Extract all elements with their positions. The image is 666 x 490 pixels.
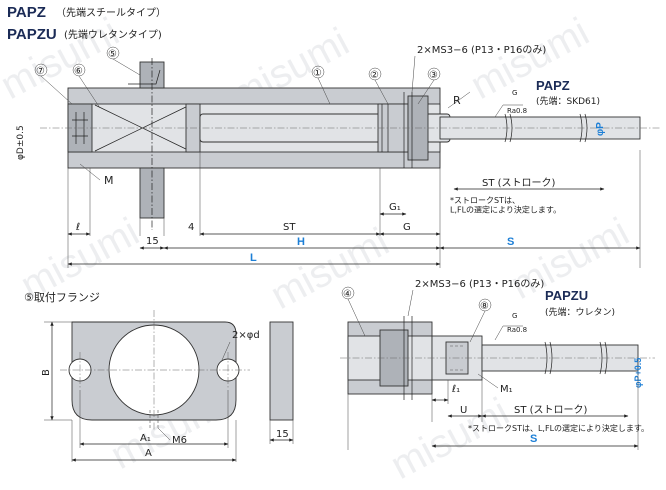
phiD-label: φD±0.5 — [16, 125, 26, 160]
svg-text:*ストロークSTは、L,FLの選定により決定します。: *ストロークSTは、L,FLの選定により決定します。 — [450, 196, 561, 215]
svg-text:⑧: ⑧ — [480, 301, 489, 312]
part-callouts-top: ⑤ ⑦ ⑥ ① ② ③ — [34, 46, 441, 109]
papz-assembly — [40, 58, 660, 230]
thread-M-label: M — [104, 174, 114, 187]
papzu-assembly — [340, 316, 655, 400]
svg-text:⑦: ⑦ — [36, 66, 45, 77]
svg-text:B: B — [41, 369, 52, 376]
svg-text:ℓ: ℓ — [76, 222, 80, 233]
papzu-tip: (先端：ウレタン) — [545, 306, 615, 318]
svg-text:H: H — [297, 236, 305, 248]
svg-text:*ストロークSTは、L,FLの選定により決定します。: *ストロークSTは、L,FLの選定により決定します。 — [468, 423, 649, 433]
svg-text:ST (ストローク): ST (ストローク) — [482, 177, 556, 189]
svg-text:15: 15 — [146, 236, 159, 247]
title-papzu: PAPZU (先端ウレタンタイプ) — [7, 26, 162, 43]
svg-text:M6: M6 — [172, 435, 187, 446]
svg-text:PAPZ: PAPZ — [7, 4, 46, 21]
flange-side — [269, 321, 294, 421]
svg-text:15: 15 — [276, 429, 289, 440]
svg-text:③: ③ — [429, 70, 438, 81]
svg-text:S: S — [530, 433, 537, 445]
svg-text:Ra0.8: Ra0.8 — [507, 326, 527, 334]
svg-text:misumi: misumi — [264, 220, 397, 318]
svg-text:①: ① — [313, 68, 322, 79]
dimensions-top: ST (ストローク) *ストロークSTは、L,FLの選定により決定します。 G₁… — [67, 142, 641, 268]
svg-text:⑥: ⑥ — [74, 66, 83, 77]
svg-text:misumi: misumi — [384, 390, 517, 488]
svg-text:ST (ストローク): ST (ストローク) — [514, 404, 588, 416]
svg-text:A: A — [145, 448, 152, 459]
svg-text:4: 4 — [188, 222, 194, 233]
ms-label-top: 2×MS3−6 (P13・P16のみ) — [417, 45, 546, 56]
ms-label-bottom: 2×MS3−6 (P13・P16のみ) — [415, 279, 544, 290]
papz-tip: (先端：SKD61) — [536, 95, 600, 107]
title-papz: PAPZ （先端スチールタイプ） — [7, 4, 166, 21]
dimensions-flange: B 2×φd M6 A₁ A 15 — [41, 321, 294, 462]
svg-text:misumi: misumi — [464, 10, 597, 108]
svg-text:⑤: ⑤ — [108, 49, 117, 60]
svg-text:U: U — [460, 405, 467, 416]
svg-text:G₁: G₁ — [389, 202, 401, 213]
svg-text:S: S — [507, 236, 514, 248]
svg-text:M₁: M₁ — [500, 384, 513, 395]
flange-view — [60, 310, 294, 430]
flange-title: ⑤取付フランジ — [24, 291, 100, 304]
svg-text:②: ② — [370, 70, 379, 81]
svg-text:(先端ウレタンタイプ): (先端ウレタンタイプ) — [64, 28, 162, 41]
radius-label: R — [453, 94, 461, 107]
svg-text:A₁: A₁ — [140, 433, 151, 444]
svg-text:（先端スチールタイプ）: （先端スチールタイプ） — [56, 6, 166, 19]
papzu-name: PAPZU — [545, 288, 588, 303]
svg-text:G: G — [512, 89, 517, 97]
svg-text:PAPZU: PAPZU — [7, 26, 57, 43]
svg-text:G: G — [403, 222, 411, 233]
svg-text:Ra0.8: Ra0.8 — [507, 107, 527, 115]
phiP-label: φP — [595, 122, 606, 136]
svg-text:G: G — [512, 312, 517, 320]
svg-text:2×φd: 2×φd — [232, 330, 260, 341]
papz-name: PAPZ — [536, 78, 570, 93]
svg-text:④: ④ — [343, 289, 352, 300]
dimensions-bottom: ℓ₁ M₁ U ST (ストローク) *ストロークSTは、L,FLの選定により決… — [347, 372, 649, 450]
svg-text:ST: ST — [283, 222, 296, 233]
svg-text:L: L — [250, 252, 257, 264]
svg-text:ℓ₁: ℓ₁ — [452, 384, 460, 395]
